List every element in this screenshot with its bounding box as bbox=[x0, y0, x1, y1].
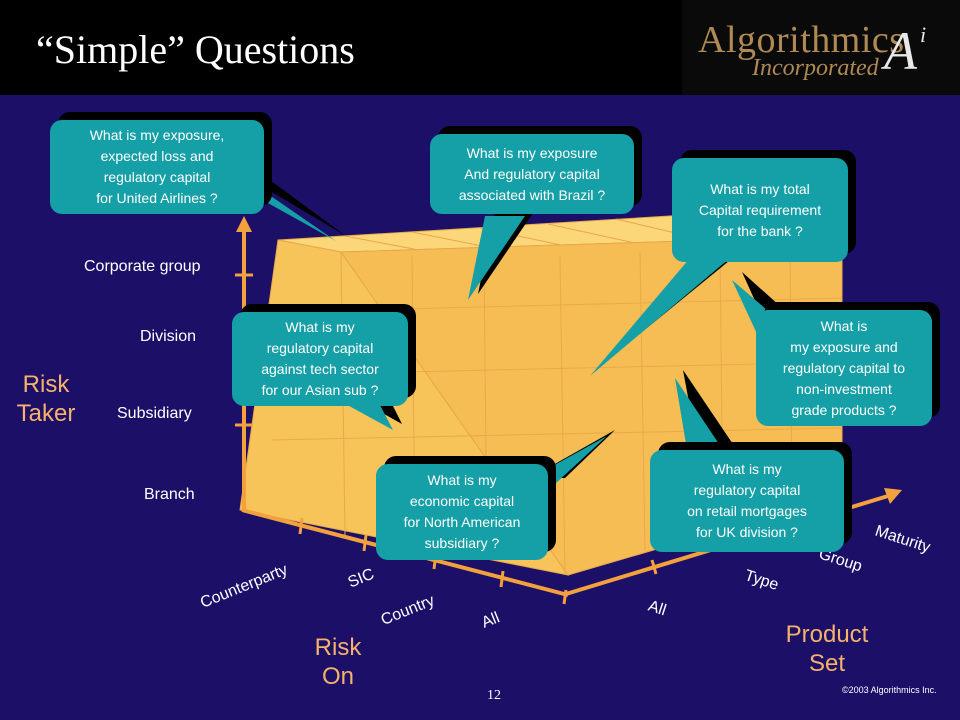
risk-taker-axis-title: Risk Taker bbox=[16, 371, 76, 427]
copyright-notice: ©2003 Algorithmics Inc. bbox=[842, 685, 937, 695]
risk-taker-level-branch: Branch bbox=[144, 486, 195, 503]
risk-taker-level-corporate-group: Corporate group bbox=[84, 258, 201, 275]
logo-mark-superscript: i bbox=[920, 22, 927, 47]
question-bubble-non-investment-grade: What is my exposure and regulatory capit… bbox=[756, 310, 932, 426]
question-bubble-uk-mortgages: What is my regulatory capital on retail … bbox=[650, 450, 844, 552]
question-bubble-total-capital: What is my total Capital requirement for… bbox=[672, 158, 848, 262]
slide-title: “Simple” Questions bbox=[36, 27, 355, 72]
logo-wordmark: Algorithmics bbox=[698, 19, 905, 61]
logo-subtitle: Incorporated bbox=[752, 55, 879, 81]
company-logo bbox=[682, 0, 960, 95]
question-bubble-asian-sub: What is my regulatory capital against te… bbox=[232, 312, 408, 406]
question-bubble-united-airlines: What is my exposure, expected loss and r… bbox=[50, 120, 264, 214]
risk-taker-level-subsidiary: Subsidiary bbox=[117, 405, 192, 422]
logo-mark: A bbox=[884, 21, 917, 81]
question-bubble-north-american-sub: What is my economic capital for North Am… bbox=[376, 464, 548, 560]
slide-number: 12 bbox=[487, 688, 501, 703]
question-bubble-brazil: What is my exposure And regulatory capit… bbox=[430, 134, 634, 214]
risk-taker-level-division: Division bbox=[140, 328, 197, 345]
product-set-axis-title: Product Set bbox=[785, 621, 869, 677]
risk-on-axis-title: Risk On bbox=[314, 634, 362, 690]
